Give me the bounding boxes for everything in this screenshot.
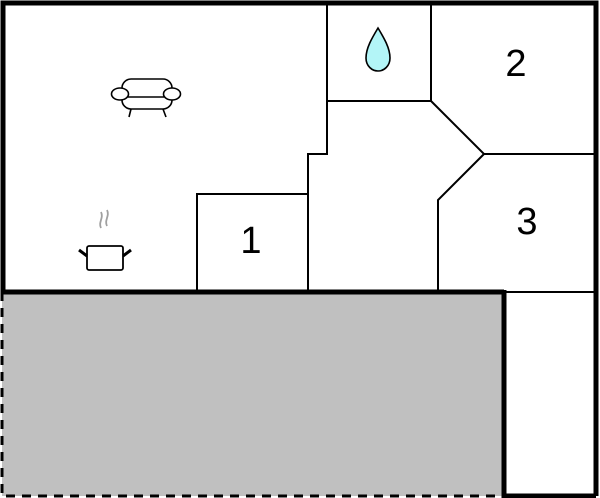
- room-label-1: 1: [240, 220, 261, 262]
- interior-walls: [196, 3, 596, 292]
- room-label-2: 2: [505, 43, 526, 85]
- terrace-area: [0, 292, 502, 498]
- sofa-icon: [110, 78, 182, 118]
- annex-room: [503, 292, 596, 494]
- cooking-pot-icon: [78, 209, 132, 271]
- water-drop-icon: [365, 26, 391, 72]
- room-label-3: 3: [516, 201, 537, 243]
